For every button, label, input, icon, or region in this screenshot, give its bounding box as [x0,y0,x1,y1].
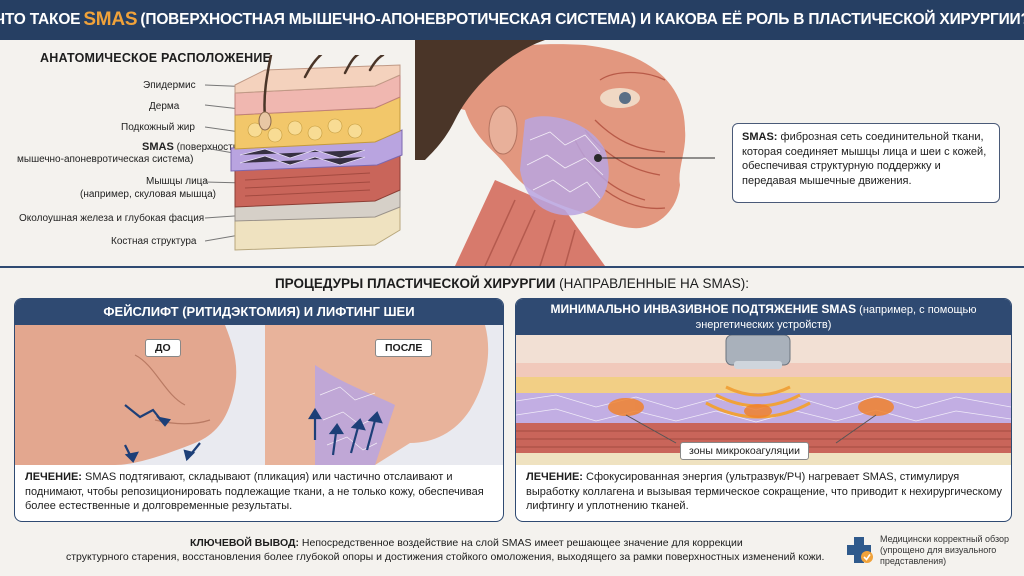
procedures-title-bold: ПРОЦЕДУРЫ ПЛАСТИЧЕСКОЙ ХИРУРГИИ [274,276,556,291]
header-suffix: (ПОВЕРХНОСТНАЯ МЫШЕЧНО-АПОНЕВРОТИЧЕСКАЯ … [140,11,1024,28]
facelift-treatment-label: ЛЕЧЕНИЕ: [25,471,82,483]
label-muscle-1: Мышцы лица [146,176,208,187]
minimal-treatment-label: ЛЕЧЕНИЕ: [526,471,583,483]
smas-definition-callout: SMAS: фиброзная сеть соединительной ткан… [732,123,1000,203]
facelift-treatment: ЛЕЧЕНИЕ: SMAS подтягивают, складывают (п… [25,470,495,514]
facelift-title: ФЕЙСЛИФТ (РИТИДЭКТОМИЯ) И ЛИФТИНГ ШЕИ [15,299,503,325]
label-smas: SMAS (поверхностная [142,141,249,154]
header-prefix: ЧТО ТАКОЕ [0,11,81,28]
badge-line3: представления) [880,556,947,566]
badge-line1: Медицински корректный обзор [880,534,1009,544]
page-header: ЧТО ТАКОЕ SMAS (ПОВЕРХНОСТНАЯ МЫШЕЧНО-АП… [0,0,1024,40]
key-takeaway: КЛЮЧЕВОЙ ВЫВОД: Непосредственное воздейс… [190,536,840,550]
key-takeaway-line1: Непосредственное воздействие на слой SMA… [301,537,743,549]
medical-cross-icon [847,537,873,563]
label-smas-line2: мышечно-апоневротическая система) [17,154,194,165]
facelift-panel: ФЕЙСЛИФТ (РИТИДЭКТОМИЯ) И ЛИФТИНГ ШЕИ [14,298,504,522]
badge-line2: (упрощено для визуального [880,545,997,555]
tissue-block-illustration [205,55,403,251]
label-parotid: Околоушная железа и глубокая фасция [19,213,205,224]
procedures-title: ПРОЦЕДУРЫ ПЛАСТИЧЕСКОЙ ХИРУРГИИ (НАПРАВЛ… [0,276,1024,291]
after-tag: ПОСЛЕ [375,339,433,357]
label-smas-bold: SMAS [142,141,174,153]
section-divider [0,266,1024,268]
minimal-title: МИНИМАЛЬНО ИНВАЗИВНОЕ ПОДТЯЖЕНИЕ SMAS (н… [516,299,1011,335]
label-smas-rest: (поверхностная [176,142,250,153]
minimal-treatment: ЛЕЧЕНИЕ: Сфокусированная энергия (ультра… [526,470,1003,514]
label-epidermis: Эпидермис [143,80,196,91]
minimal-title-line2: энергетических устройств) [695,319,832,331]
before-tag: ДО [145,339,181,357]
callout-text: фиброзная сеть соединительной ткани, кот… [742,131,987,187]
anatomy-title: АНАТОМИЧЕСКОЕ РАСПОЛОЖЕНИЕ [40,51,272,65]
label-dermis: Дерма [149,101,180,112]
minimal-title-bold: МИНИМАЛЬНО ИНВАЗИВНОЕ ПОДТЯЖЕНИЕ SMAS [550,302,857,316]
coagulation-zones-label: зоны микрокоагуляции [680,442,809,460]
key-takeaway-line2: структурного старения, восстановления бо… [66,551,825,563]
accuracy-badge: Медицински корректный обзор (упрощено дл… [880,534,1009,567]
label-fat: Подкожный жир [121,122,195,133]
minimal-title-rest: (например, с помощью [859,304,977,316]
callout-label: SMAS: [742,131,778,143]
header-smas: SMAS [83,9,138,30]
label-bone: Костная структура [111,236,197,247]
face-anatomy-illustration [415,40,715,266]
key-takeaway-label: КЛЮЧЕВОЙ ВЫВОД: [190,537,299,549]
minimal-treatment-text: Сфокусированная энергия (ультразвук/РЧ) … [526,471,1003,512]
procedures-title-rest: (НАПРАВЛЕННЫЕ НА SMAS): [559,276,750,291]
facelift-treatment-text: SMAS подтягивают, складывают (пликация) … [25,471,484,512]
label-muscle-2: (например, скуловая мышца) [80,189,216,200]
minimal-invasive-panel: МИНИМАЛЬНО ИНВАЗИВНОЕ ПОДТЯЖЕНИЕ SMAS (н… [515,298,1012,522]
